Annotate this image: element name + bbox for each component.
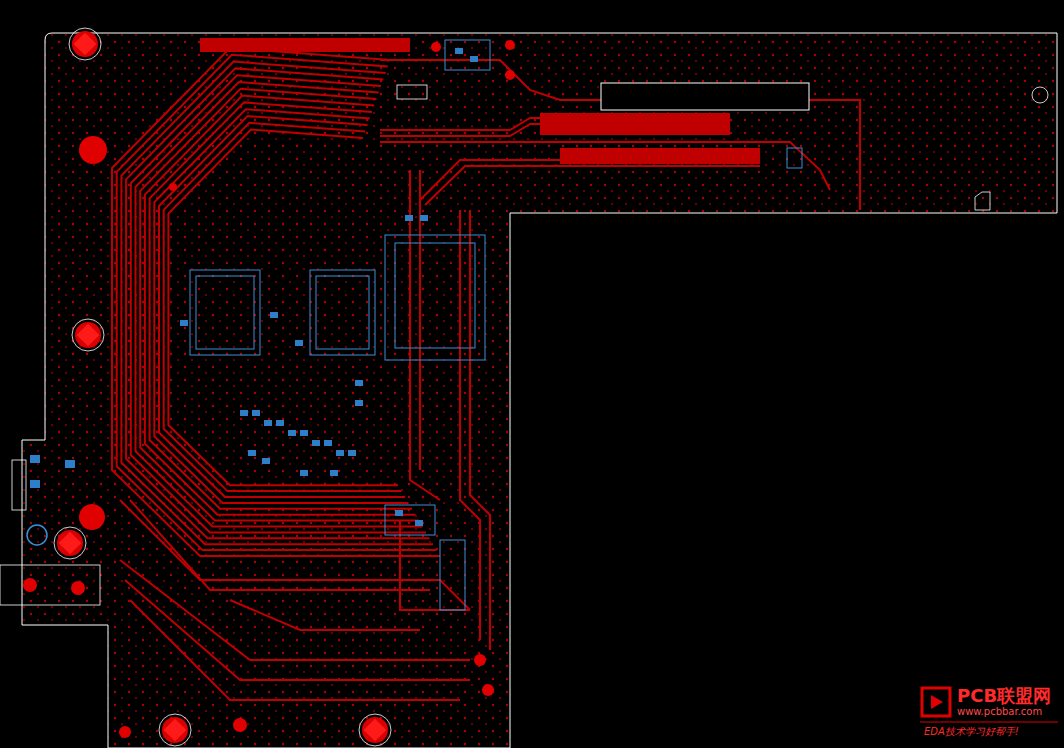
watermark-slogan: EDA技术学习好帮手!: [924, 725, 1019, 739]
trace: [120, 60, 860, 700]
connector-outline: [12, 460, 26, 510]
smd-pad: [30, 48, 478, 526]
component-outline: [190, 40, 802, 610]
watermark-url: www.pcbbar.com: [957, 706, 1042, 717]
connector-outline: [601, 83, 809, 110]
pad: [23, 40, 515, 738]
component-outline: [397, 85, 427, 99]
watermark-title: PCB联盟网: [957, 684, 1051, 708]
mounting-hole: [54, 28, 391, 746]
component-outline: [27, 525, 47, 545]
connector-outline: [0, 565, 100, 605]
trace-bundle: [112, 48, 440, 556]
board-outline: [22, 33, 1057, 748]
pad: [1032, 87, 1048, 103]
fiducial: [975, 192, 990, 210]
